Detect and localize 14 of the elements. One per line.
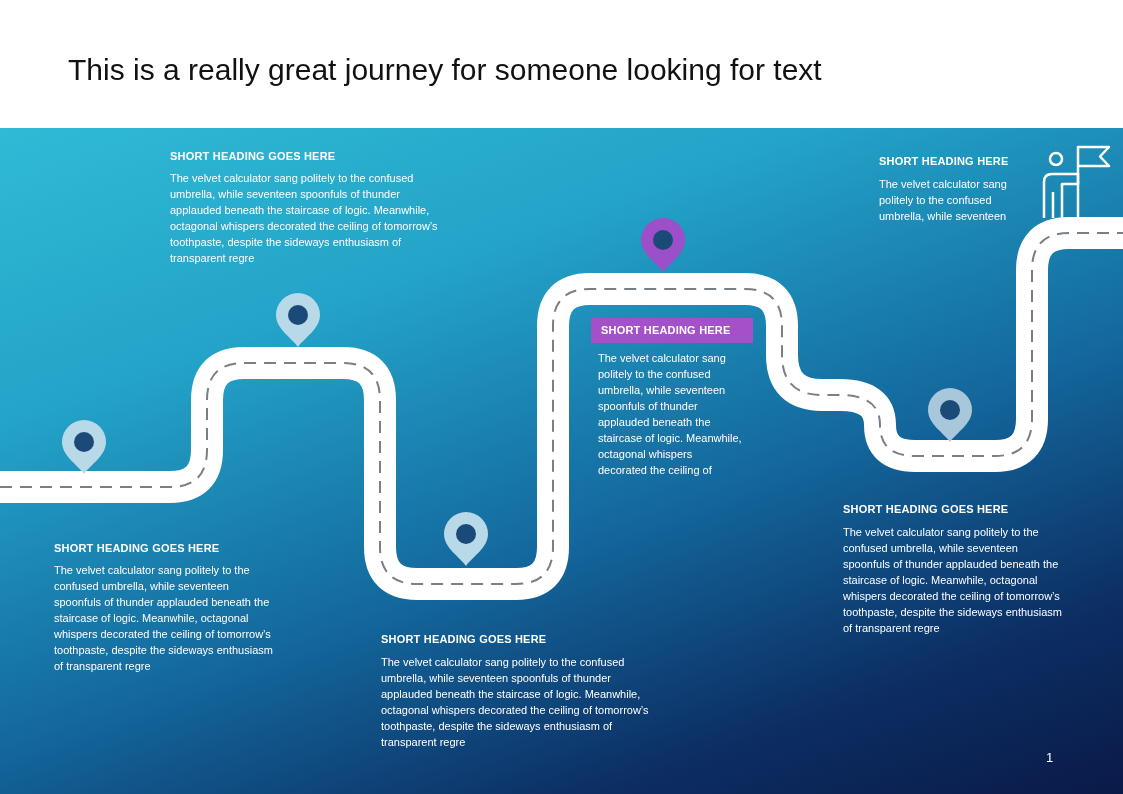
section-heading: SHORT HEADING GOES HERE bbox=[170, 149, 336, 163]
body-text: The velvet calculator sang politely to the confused umbrella, while seventeen spoonfuls of thunder applauded beneath the staircase of logic. Meanwhile, octagonal whispers decorated the ceiling of tomorrow’s toothpaste, despite the sideways enthusiasm of transparent regre bbox=[381, 655, 650, 750]
slide-title: This is a really great journey for someone looking for text bbox=[68, 52, 822, 88]
body-text: The velvet calculator sang politely to the confused umbrella, while seventeen spoonfuls of thunder applauded beneath the staircase of logic. Meanwhile, octagonal whispers decorated the ceiling of tomorrow’s toothpaste, despite the sideways enthusiasm of transparent regre bbox=[843, 525, 1063, 636]
section-heading: SHORT HEADING GOES HERE bbox=[843, 502, 1009, 516]
section-heading: SHORT HEADING GOES HERE bbox=[54, 541, 220, 555]
body-text: The velvet calculator sang politely to the confused umbrella, while seventeen spoonfuls of thunder applauded beneath the staircase of logic. Meanwhile, octagonal whispers decorated the ceiling of bbox=[598, 351, 743, 478]
body-text: The velvet calculator sang politely to the confused umbrella, while seventeen spoonfuls of thunder applauded beneath the staircase of logic. Meanwhile, octagonal whispers decorated the ceiling of tomorrow’s toothpaste, despite the sideways enthusiasm of transparent regre bbox=[54, 563, 274, 674]
body-text: The velvet calculator sang politely to the confused umbrella, while seventeen spoonfuls of thunder applauded beneath the staircase of logic. Meanwhile, octagonal whispers decorated the ceiling of tomorrow’s toothpaste, despite the sideways enthusiasm of transparent regre bbox=[170, 171, 439, 266]
heading-band: SHORT HEADING HERE bbox=[591, 318, 753, 343]
section-heading: SHORT HEADING GOES HERE bbox=[381, 632, 547, 646]
body-text: The velvet calculator sang politely to the confused umbrella, while seventeen bbox=[879, 177, 1008, 224]
section-heading: SHORT HEADING HERE bbox=[879, 154, 1009, 168]
page-number: 1 bbox=[1046, 750, 1054, 766]
